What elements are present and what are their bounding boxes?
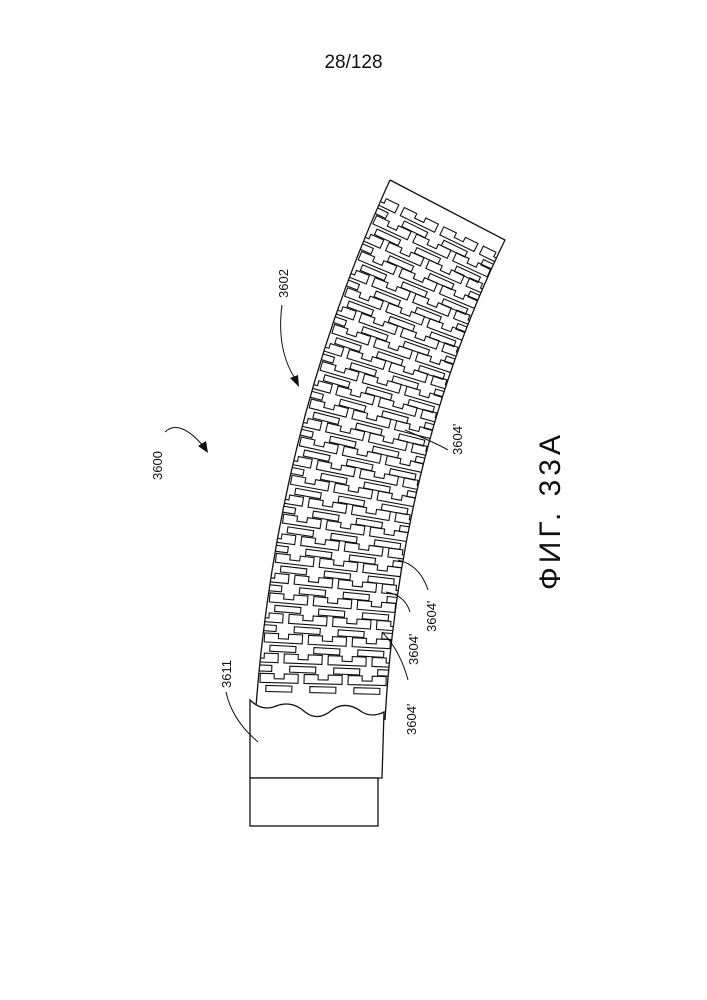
cut-cell [328, 656, 367, 675]
cut-cell [352, 638, 391, 658]
cut-cell [340, 446, 381, 472]
pattern-row [260, 673, 386, 694]
cut-cell [350, 505, 390, 529]
pattern-row [297, 437, 424, 481]
cut-cell [281, 413, 322, 439]
cut-pattern [240, 188, 518, 694]
cut-cell [375, 491, 416, 516]
pattern-row [256, 531, 427, 571]
cut-cell [356, 600, 395, 621]
arrowhead-3600 [198, 441, 208, 453]
cut-cell [428, 376, 470, 405]
cut-cell [324, 423, 365, 449]
cut-cell [307, 399, 348, 426]
label-3604-a: 3604' [450, 424, 465, 455]
label-3604-d: 3604' [404, 704, 419, 735]
cut-cell [271, 452, 312, 477]
cut-cell [436, 285, 478, 316]
pattern-row [264, 633, 391, 658]
shaft [250, 778, 378, 826]
cut-cell [288, 614, 327, 635]
cut-cell [302, 336, 344, 365]
cut-cell [409, 234, 451, 266]
cut-cell [449, 253, 491, 285]
cut-cell [318, 558, 358, 580]
cut-cell [297, 437, 338, 463]
cut-cell [284, 654, 323, 673]
cut-cell [409, 294, 451, 325]
label-3602: 3602 [276, 269, 291, 298]
sleeve-cover [250, 700, 384, 778]
cut-cell [318, 362, 360, 390]
pattern-row [318, 362, 444, 415]
cut-cell [260, 673, 298, 692]
cut-cell [264, 633, 303, 653]
label-3604-c: 3604' [406, 634, 421, 665]
label-3600: 3600 [150, 451, 165, 480]
leader-3602 [281, 305, 296, 380]
cut-cell [401, 478, 442, 503]
cut-cell [348, 676, 386, 695]
cut-cell [332, 483, 373, 508]
cut-cell [293, 575, 333, 597]
cut-cell [269, 593, 308, 614]
cut-cell [368, 527, 408, 550]
cut-cell [462, 278, 504, 310]
pattern-row [328, 262, 493, 341]
cut-cell [422, 260, 464, 292]
cut-cell [409, 443, 450, 469]
cut-cell [312, 597, 351, 618]
cut-cell [337, 580, 377, 602]
pattern-row [269, 593, 396, 622]
cut-cell [314, 299, 356, 329]
cut-cell [358, 469, 399, 494]
cut-cell [395, 268, 437, 299]
cut-cell [332, 617, 371, 638]
arrowhead-3602 [290, 375, 299, 387]
cut-cell [333, 386, 374, 413]
leader-3600 [165, 428, 205, 448]
pattern-row [307, 399, 434, 447]
label-3604-b: 3604' [424, 601, 439, 632]
cut-cell [304, 674, 342, 693]
cut-cell [396, 208, 438, 241]
cut-cell [315, 460, 356, 485]
cut-cell [393, 513, 433, 537]
cut-cell [382, 242, 424, 274]
figure-title: ФИГ. 33А [534, 431, 567, 590]
cut-cell [436, 227, 478, 260]
cut-cell [308, 635, 347, 655]
cut-cell [387, 548, 427, 571]
cut-cell [274, 553, 314, 575]
pattern-row [274, 553, 401, 585]
label-3611: 3611 [219, 660, 234, 688]
